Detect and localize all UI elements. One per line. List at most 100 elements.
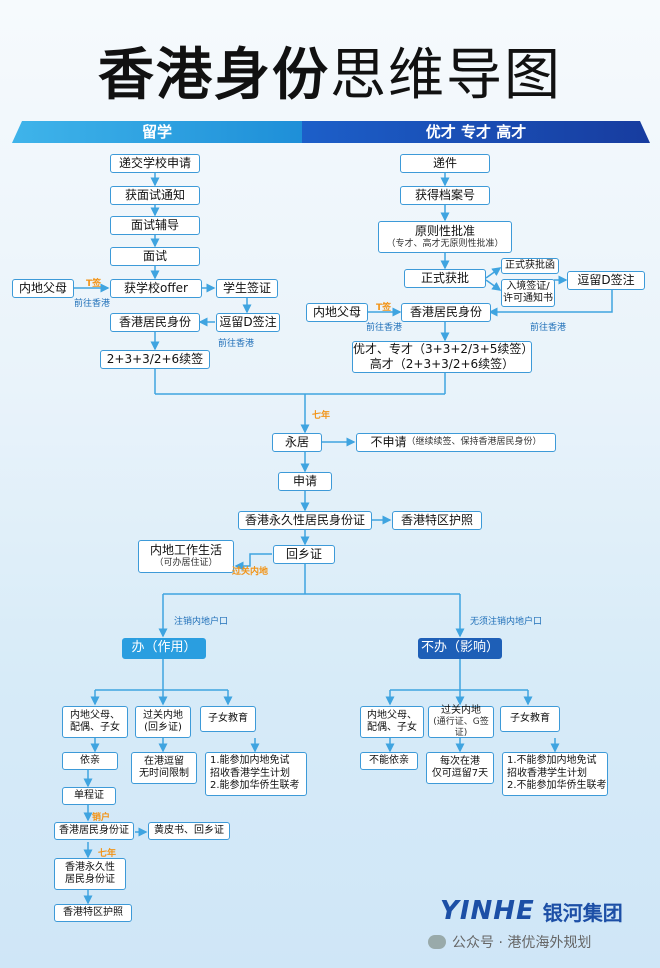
do-edu-line1: 1.能参加内地免试 bbox=[210, 755, 290, 767]
node-formal-approval: 正式获批 bbox=[404, 269, 486, 288]
node-mainland-work: 内地工作生活 （可办居住证） bbox=[138, 540, 234, 573]
node-not-do: 不办（影响） bbox=[418, 638, 502, 659]
node-do-join-family: 依亲 bbox=[62, 752, 118, 770]
notdo-family-line1: 内地父母、 bbox=[367, 709, 417, 721]
label-no-cancel-hukou: 无须注销内地户口 bbox=[470, 617, 543, 627]
renewal-line2: 高才（2+3+3/2+6续签） bbox=[369, 357, 515, 371]
notdo-cross-line1: 过关内地 bbox=[441, 704, 481, 716]
do-cross-line1: 过关内地 bbox=[143, 709, 183, 721]
title-part1: 香港身份 bbox=[98, 43, 330, 108]
label-do-seven-years: 七年 bbox=[98, 849, 117, 859]
node-notdo-join-family: 不能依亲 bbox=[360, 752, 418, 770]
no-apply-label: 不申请 bbox=[370, 435, 407, 449]
node-do-family: 内地父母、 配偶、子女 bbox=[62, 706, 128, 738]
label-seven-years: 七年 bbox=[312, 411, 331, 421]
approval-sub: （专才、高才无原则性批准） bbox=[386, 238, 504, 249]
node-right-hkid: 香港居民身份 bbox=[401, 303, 491, 322]
node-do-hkid: 香港居民身份证 bbox=[54, 822, 134, 840]
no-apply-sub: （继续续签、保持香港居民身份） bbox=[406, 436, 542, 447]
node-student-visa: 学生签证 bbox=[216, 279, 278, 298]
node-yellow-book: 黄皮书、回乡证 bbox=[148, 822, 230, 840]
do-edu-line2: 招收香港学生计划 bbox=[210, 767, 290, 779]
node-submit-application: 递件 bbox=[400, 154, 490, 173]
node-do: 办（作用） bbox=[122, 638, 206, 659]
label-left-t-visa: T签 bbox=[86, 279, 102, 289]
node-permanent-residence: 永居 bbox=[272, 433, 322, 452]
brand-logo: YINHE 银河集团 bbox=[440, 896, 623, 926]
node-pr-id-card: 香港永久性居民身份证 bbox=[238, 511, 372, 530]
node-do-education: 子女教育 bbox=[200, 706, 256, 732]
label-cancel-account: 销户 bbox=[92, 813, 111, 823]
notdo-stay-line1: 每次在港 bbox=[440, 755, 480, 767]
notdo-edu-line1: 1.不能参加内地免试 bbox=[507, 755, 597, 767]
node-do-cross: 过关内地 (回乡证) bbox=[135, 706, 191, 738]
node-interview-notice: 获面试通知 bbox=[110, 186, 200, 205]
node-interview: 面试 bbox=[110, 247, 200, 266]
entry-visa-line2: 许可通知书 bbox=[503, 293, 553, 304]
notdo-cross-line2: (通行证、G签证) bbox=[433, 717, 489, 739]
node-home-return-permit: 回乡证 bbox=[273, 545, 335, 564]
label-left-to-hk2: 前往香港 bbox=[218, 339, 255, 349]
do-cross-line2: (回乡证) bbox=[144, 722, 182, 733]
label-right-t-visa: T签 bbox=[376, 303, 392, 313]
notdo-edu-line2: 招收香港学生计划 bbox=[507, 767, 587, 779]
brand-wordmark: YINHE bbox=[440, 896, 535, 926]
node-approval-in-principle: 原则性批准 （专才、高才无原则性批准） bbox=[378, 221, 512, 253]
do-family-line1: 内地父母、 bbox=[70, 709, 120, 721]
notdo-edu-line3: 2.不能参加华侨生联考 bbox=[507, 780, 607, 792]
node-notdo-education: 子女教育 bbox=[500, 706, 560, 732]
node-file-number: 获得档案号 bbox=[400, 186, 490, 205]
banner-study: 留学 bbox=[12, 121, 302, 143]
title-part2: 思维导图 bbox=[330, 43, 562, 108]
node-right-d-visa: 逗留D签注 bbox=[567, 271, 645, 290]
banner-talent: 优才 专才 高才 bbox=[302, 121, 650, 143]
wechat-icon bbox=[428, 935, 446, 949]
page-title: 香港身份思维导图 bbox=[0, 30, 660, 111]
brand-name: 银河集团 bbox=[542, 900, 623, 925]
node-interview-coaching: 面试辅导 bbox=[110, 216, 200, 235]
notdo-family-line2: 配偶、子女 bbox=[367, 722, 417, 733]
entry-visa-line1: 入境签证/ bbox=[506, 280, 550, 292]
node-right-renewal: 优才、专才（3+3+2/3+5续签） 高才（2+3+3/2+6续签） bbox=[352, 341, 534, 373]
node-right-parents: 内地父母 bbox=[306, 303, 368, 322]
do-stay-line1: 在港逗留 bbox=[144, 755, 184, 767]
node-notdo-cross: 过关内地 (通行证、G签证) bbox=[428, 704, 494, 739]
node-left-parents: 内地父母 bbox=[12, 279, 74, 298]
node-formal-letter: 正式获批函 bbox=[501, 258, 559, 274]
label-right-to-hk: 前往香港 bbox=[366, 323, 403, 333]
label-cancel-hukou: 注销内地户口 bbox=[174, 617, 229, 627]
node-left-d-visa: 逗留D签注 bbox=[216, 313, 280, 332]
node-apply: 申请 bbox=[278, 472, 332, 491]
node-submit-school: 递交学校申请 bbox=[110, 154, 200, 173]
node-do-passport: 香港特区护照 bbox=[54, 904, 132, 922]
do-family-line2: 配偶、子女 bbox=[70, 722, 120, 733]
node-hk-passport: 香港特区护照 bbox=[392, 511, 482, 530]
node-one-way-permit: 单程证 bbox=[62, 787, 116, 805]
node-do-pr-id: 香港永久性 居民身份证 bbox=[54, 858, 126, 890]
do-pr-line1: 香港永久性 bbox=[65, 861, 115, 873]
node-left-hkid: 香港居民身份 bbox=[110, 313, 200, 332]
do-edu-line3: 2.能参加华侨生联考 bbox=[210, 780, 300, 792]
label-left-to-hk: 前往香港 bbox=[74, 299, 111, 309]
label-via-mainland: 过关内地 bbox=[232, 567, 269, 577]
node-school-offer: 获学校offer bbox=[110, 279, 202, 298]
node-notdo-stay: 每次在港 仅可逗留7天 bbox=[426, 752, 494, 784]
notdo-stay-line2: 仅可逗留7天 bbox=[431, 768, 489, 779]
approval-label: 原则性批准 bbox=[414, 223, 475, 238]
renewal-line1: 优才、专才（3+3+2/3+5续签） bbox=[353, 342, 534, 356]
node-notdo-edu-detail: 1.不能参加内地免试 招收香港学生计划 2.不能参加华侨生联考 bbox=[502, 752, 608, 796]
node-no-apply: 不申请（继续续签、保持香港居民身份） bbox=[356, 433, 556, 452]
label-right-to-hk2: 前往香港 bbox=[530, 323, 567, 333]
node-do-edu-detail: 1.能参加内地免试 招收香港学生计划 2.能参加华侨生联考 bbox=[205, 752, 307, 796]
mainland-work-sub: （可办居住证） bbox=[154, 558, 218, 569]
do-pr-line2: 居民身份证 bbox=[65, 874, 115, 885]
node-do-stay: 在港逗留 无时间限制 bbox=[131, 752, 197, 784]
node-notdo-family: 内地父母、 配偶、子女 bbox=[360, 706, 424, 738]
do-stay-line2: 无时间限制 bbox=[139, 768, 189, 779]
node-entry-visa: 入境签证/ 许可通知书 bbox=[501, 279, 555, 307]
wechat-account: 公众号 · 港优海外规划 bbox=[452, 935, 592, 951]
mainland-work-label: 内地工作生活 bbox=[149, 543, 222, 558]
wechat-footer: 公众号 · 港优海外规划 bbox=[428, 932, 591, 952]
